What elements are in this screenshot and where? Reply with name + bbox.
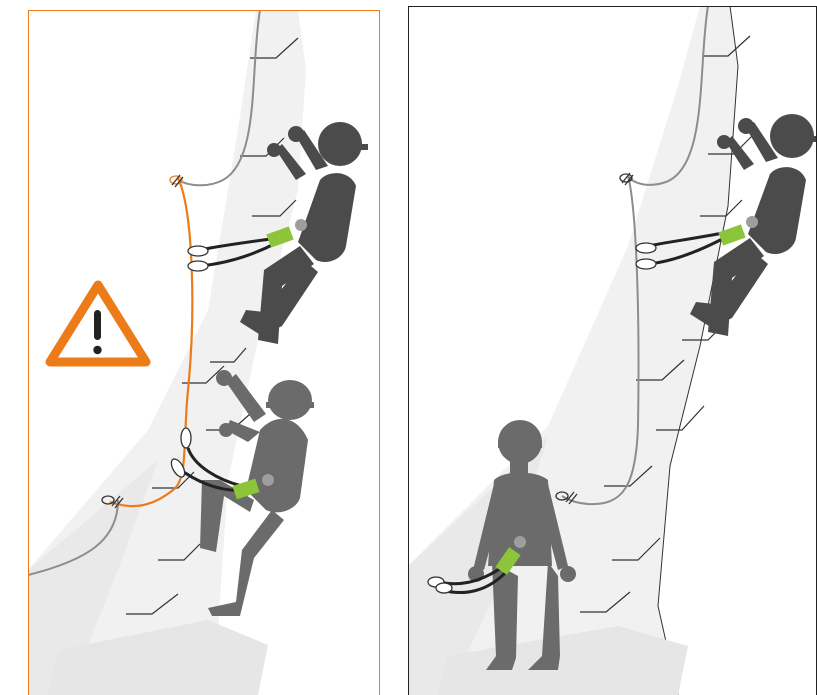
scene-left-illustration xyxy=(28,10,380,695)
warning-triangle-icon xyxy=(50,285,146,362)
scene-right-panel xyxy=(408,6,817,695)
scene-right-illustration xyxy=(408,6,817,695)
scene-left-panel xyxy=(28,10,380,695)
